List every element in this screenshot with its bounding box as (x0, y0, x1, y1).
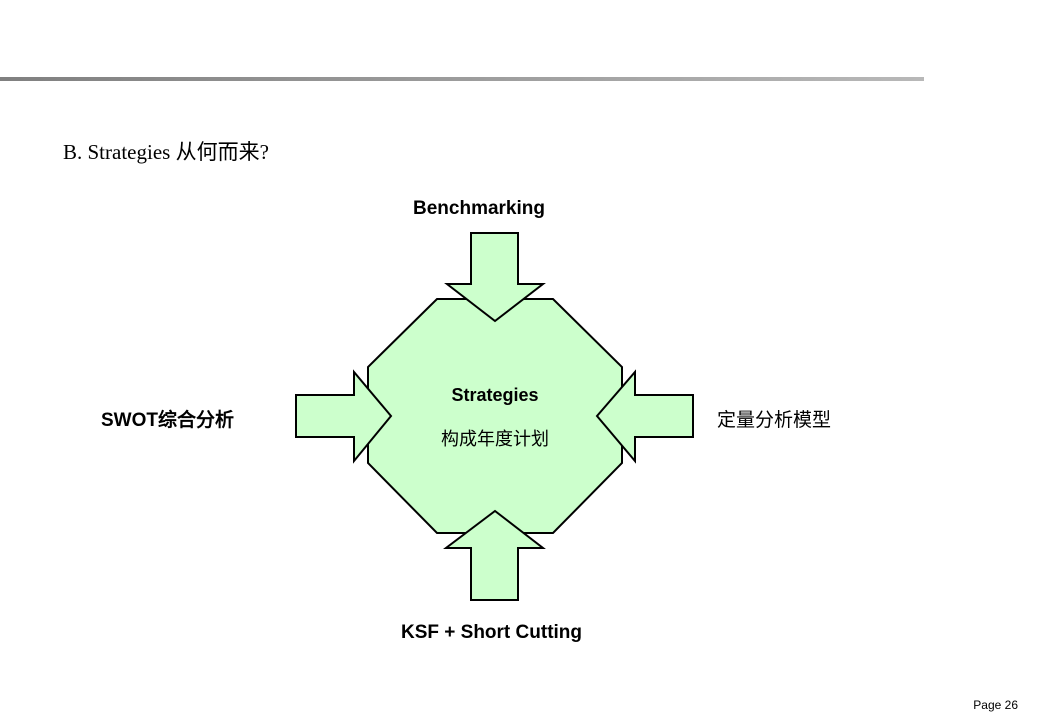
page-number: Page 26 (973, 698, 1018, 712)
label-benchmarking: Benchmarking (413, 198, 545, 219)
arrow-up-ksf (443, 509, 546, 601)
label-swot: SWOT综合分析 (101, 410, 234, 431)
arrow-down-benchmarking (444, 232, 546, 323)
center-title: Strategies (451, 385, 539, 405)
header-rule (0, 77, 924, 81)
strategies-octagon (367, 298, 623, 534)
arrow-right-swot (295, 369, 393, 464)
label-ksf: KSF + Short Cutting (401, 622, 583, 643)
label-quant-model: 定量分析模型 (717, 409, 832, 431)
slide-heading: B. Strategies 从何而来? (63, 140, 269, 164)
center-subtitle: 构成年度计划 (441, 429, 549, 450)
arrow-left-quant (595, 369, 694, 464)
